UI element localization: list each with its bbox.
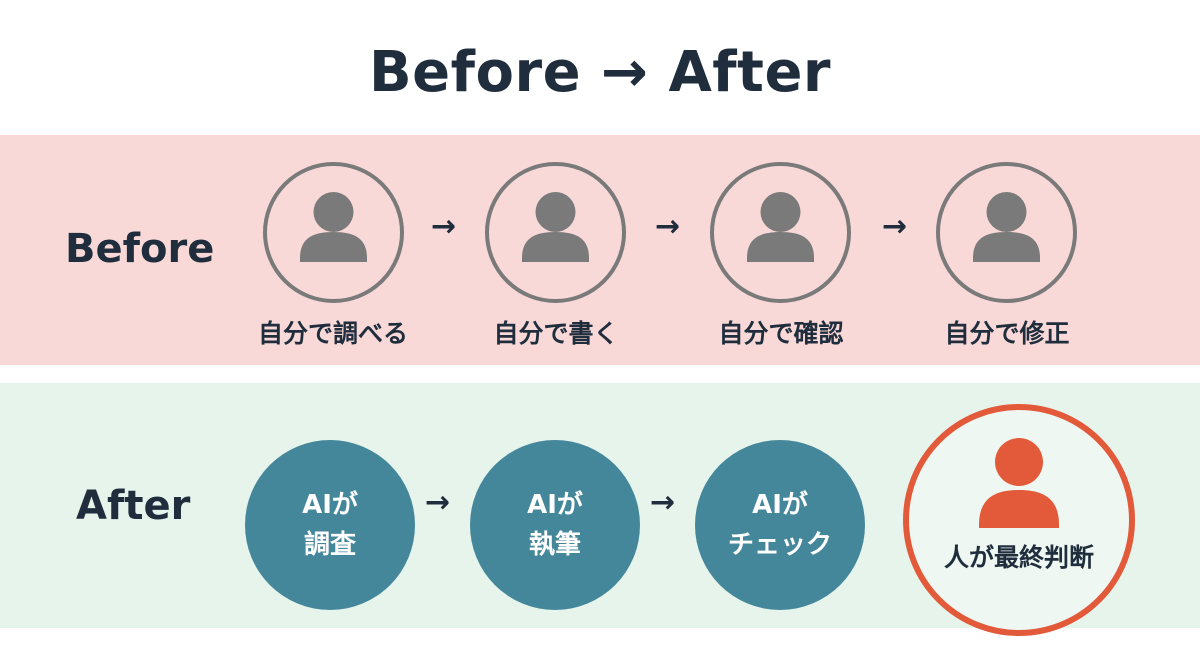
after-step-1-line2: 調査 bbox=[303, 530, 356, 560]
after-step-1-ai-circle: AIが 調査 bbox=[245, 440, 415, 610]
before-step-2-person-icon bbox=[485, 162, 626, 303]
before-step-4-person-icon bbox=[936, 162, 1077, 303]
after-step-1-line1: AIが bbox=[302, 490, 358, 520]
before-step-3-caption: 自分で確認 bbox=[718, 319, 844, 348]
before-step-3-person-icon bbox=[710, 162, 851, 303]
before-row-label: Before bbox=[65, 226, 215, 272]
after-step-3-line1: AIが bbox=[752, 490, 808, 520]
after-arrow-1: → bbox=[425, 485, 451, 520]
before-step-2-caption: 自分で書く bbox=[493, 319, 619, 348]
after-step-3-line2: チェック bbox=[727, 530, 832, 560]
after-arrow-2: → bbox=[650, 485, 676, 520]
before-arrow-1: → bbox=[431, 209, 457, 244]
after-step-2-line1: AIが bbox=[527, 490, 583, 520]
after-step-2-line2: 執筆 bbox=[528, 530, 581, 560]
before-arrow-2: → bbox=[655, 209, 681, 244]
after-final-step-caption: 人が最終判断 bbox=[943, 543, 1094, 572]
after-step-3-ai-circle: AIが チェック bbox=[695, 440, 865, 610]
before-step-1-caption: 自分で調べる bbox=[257, 319, 408, 348]
person-icon bbox=[979, 438, 1059, 528]
after-row-label: After bbox=[76, 483, 191, 529]
page-title: Before → After bbox=[368, 40, 832, 105]
before-step-1-person-icon bbox=[263, 162, 404, 303]
before-arrow-3: → bbox=[882, 209, 908, 244]
before-step-4-caption: 自分で修正 bbox=[944, 319, 1070, 348]
after-step-2-ai-circle: AIが 執筆 bbox=[470, 440, 640, 610]
after-final-step-circle: 人が最終判断 bbox=[903, 404, 1135, 636]
